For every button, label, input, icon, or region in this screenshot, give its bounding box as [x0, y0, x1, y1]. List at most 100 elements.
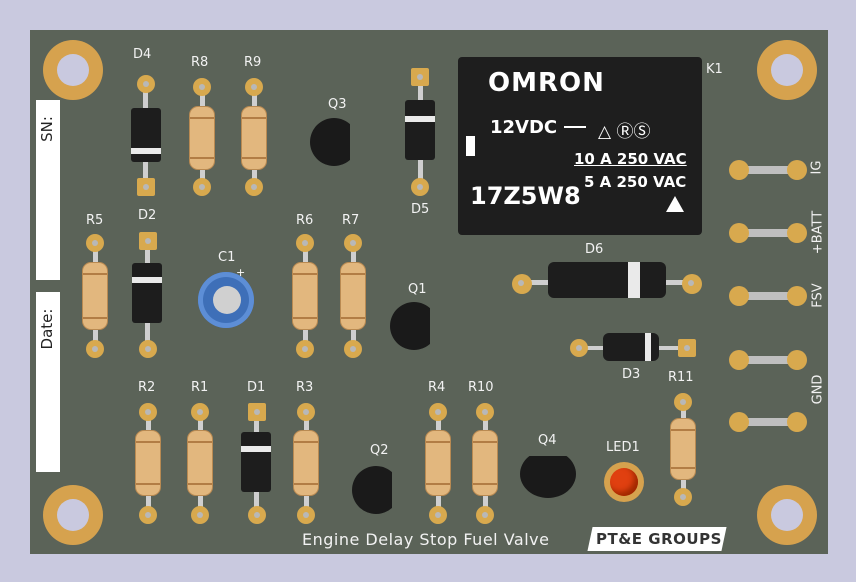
d5-pad-top	[411, 68, 429, 86]
diode-d4	[131, 108, 161, 162]
resistor-r6	[292, 262, 318, 330]
relay-warning-icon	[666, 196, 684, 212]
r4-pad-top	[429, 403, 447, 421]
ref-led1: LED1	[606, 440, 640, 455]
date-panel	[36, 292, 60, 472]
resistor-r4	[425, 430, 451, 496]
d5-pad-bottom	[411, 178, 429, 196]
mounting-hole-top-left	[43, 40, 103, 100]
relay-k1	[458, 57, 702, 235]
d4-pad-top	[137, 75, 155, 93]
resistor-r1	[187, 430, 213, 496]
ref-d2: D2	[138, 208, 157, 223]
ref-d1: D1	[247, 380, 266, 395]
ref-r6: R6	[296, 213, 314, 228]
r2-pad-bottom	[139, 506, 157, 524]
connector-gnd-2	[727, 410, 809, 434]
r5-pad-bottom	[86, 340, 104, 358]
ref-r8: R8	[191, 55, 209, 70]
r6-pad-top	[296, 234, 314, 252]
r7-pad-bottom	[344, 340, 362, 358]
board-title: Engine Delay Stop Fuel Valve	[302, 530, 550, 549]
ref-d3: D3	[622, 367, 641, 382]
r3-pad-top	[297, 403, 315, 421]
sn-panel	[36, 100, 60, 280]
ref-q1: Q1	[408, 282, 427, 297]
r4-pad-bottom	[429, 506, 447, 524]
d3-pad-left	[570, 339, 588, 357]
resistor-r5	[82, 262, 108, 330]
capacitor-c1-top	[213, 286, 241, 314]
diode-d3	[603, 333, 659, 361]
ref-r10: R10	[468, 380, 494, 395]
r1-pad-top	[191, 403, 209, 421]
connector-label-fsv: FSV	[810, 283, 826, 308]
r3-pad-bottom	[297, 506, 315, 524]
resistor-r7	[340, 262, 366, 330]
resistor-r9	[241, 106, 267, 170]
d6-pad-left	[512, 274, 532, 294]
ref-r3: R3	[296, 380, 314, 395]
resistor-r11	[670, 418, 696, 480]
r6-pad-bottom	[296, 340, 314, 358]
connector-gnd-1	[727, 348, 809, 372]
ref-k1: K1	[706, 62, 723, 77]
d2-pad-bottom	[139, 340, 157, 358]
transistor-q4	[520, 450, 576, 498]
diode-d1	[241, 432, 271, 492]
r11-pad-bottom	[674, 488, 692, 506]
relay-brand: OMRON	[488, 68, 605, 98]
mounting-hole-bottom-left	[43, 485, 103, 545]
r8-pad-top	[193, 78, 211, 96]
capacitor-c1-plus: +	[236, 266, 246, 279]
connector-ig	[727, 158, 809, 182]
resistor-r8	[189, 106, 215, 170]
brand-label: PT&E GROUPS	[596, 530, 722, 548]
r7-pad-top	[344, 234, 362, 252]
r5-pad-top	[86, 234, 104, 252]
date-label: Date:	[38, 308, 56, 350]
ref-d5: D5	[411, 202, 430, 217]
r10-pad-bottom	[476, 506, 494, 524]
ref-r2: R2	[138, 380, 156, 395]
connector-fsv	[727, 284, 809, 308]
diode-d6	[548, 262, 666, 298]
r9-pad-bottom	[245, 178, 263, 196]
resistor-r2	[135, 430, 161, 496]
ref-r4: R4	[428, 380, 446, 395]
led1	[610, 468, 638, 496]
ref-d4: D4	[133, 47, 152, 62]
d4-pad-bottom	[137, 178, 155, 196]
relay-cert-marks: △ ⓇⓈ	[598, 122, 651, 142]
d6-pad-right	[682, 274, 702, 294]
diode-d5	[405, 100, 435, 160]
transistor-q1	[390, 302, 440, 350]
transistor-q4-flat	[516, 446, 576, 456]
resistor-r10	[472, 430, 498, 496]
transistor-q2	[352, 466, 402, 514]
connector-label-gnd: GND	[810, 374, 826, 405]
ref-r9: R9	[244, 55, 262, 70]
relay-rating-2: 5 A 250 VAC	[584, 173, 687, 191]
ref-r7: R7	[342, 213, 360, 228]
resistor-r3	[293, 430, 319, 496]
relay-dc-symbol	[564, 126, 586, 128]
pcb-board: SN: Date: D4 R8 R9 Q3 D5 OMRON 12VDC △ Ⓡ…	[30, 30, 828, 554]
d2-pad-top	[139, 232, 157, 250]
connector-batt	[727, 221, 809, 245]
ref-q4: Q4	[538, 433, 557, 448]
d1-pad-bottom	[248, 506, 266, 524]
transistor-q3	[310, 118, 360, 166]
ref-q2: Q2	[370, 443, 389, 458]
ref-r11: R11	[668, 370, 694, 385]
connector-label-batt: +BATT	[810, 210, 826, 255]
r11-pad-top	[674, 393, 692, 411]
diode-d2	[132, 263, 162, 323]
ref-c1: C1	[218, 250, 236, 265]
d3-pad-right	[678, 339, 696, 357]
relay-pin-marker	[466, 136, 475, 156]
ref-d6: D6	[585, 242, 604, 257]
r1-pad-bottom	[191, 506, 209, 524]
mounting-hole-top-right	[757, 40, 817, 100]
connector-label-ig: IG	[809, 160, 825, 175]
